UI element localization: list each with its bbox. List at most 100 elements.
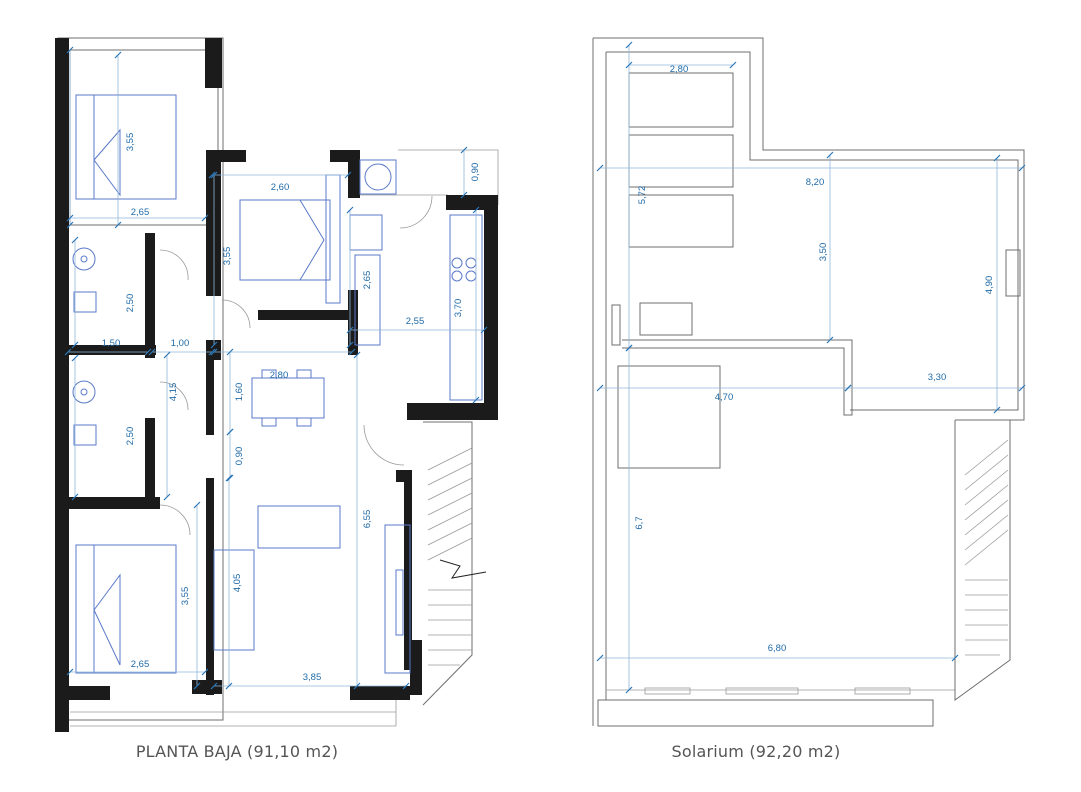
dim-label: 6,80 [768, 643, 787, 654]
dimension-tick [210, 682, 218, 690]
dimension-tick [208, 171, 216, 179]
dimension-tick [625, 344, 633, 352]
dim-label: 3,30 [928, 372, 947, 383]
dim-label: 2,60 [271, 182, 290, 193]
dimension-tick [480, 326, 488, 334]
dimension-tick [402, 682, 410, 690]
solarium-caption: Solarium (92,20 m2) [672, 742, 841, 761]
dim-label: 3,70 [453, 299, 464, 318]
dimension-tick [993, 154, 1001, 162]
dimension-tick [210, 171, 218, 179]
dimension-tick [346, 206, 354, 214]
dimension-tick [1018, 384, 1026, 392]
dimension-tick [625, 686, 633, 694]
dim-label: 3,50 [818, 243, 829, 262]
dimension-tick [71, 354, 79, 362]
ground-floor-walls [55, 38, 498, 732]
dim-label: 2,50 [125, 294, 136, 313]
solarium-plan: 2,80 5,72 8,20 3,50 4,90 4,70 3,30 6,7 6… [592, 37, 1025, 727]
dimension-tick [66, 46, 74, 54]
dimension-tick [472, 206, 480, 214]
dimension-tick [226, 428, 234, 436]
dim-label: 2,65 [362, 271, 373, 290]
dimension-tick [472, 396, 480, 404]
dimension-tick [1018, 164, 1026, 172]
dimension-tick [114, 221, 122, 229]
dimension-tick [951, 654, 959, 662]
dimension-tick [348, 348, 356, 356]
dimension-tick [596, 384, 604, 392]
dimension-tick [148, 348, 156, 356]
dimension-tick [346, 326, 354, 334]
dim-label: 4,90 [984, 276, 995, 295]
dim-label: 2,65 [131, 659, 150, 670]
dimension-tick [346, 341, 354, 349]
dimension-tick [344, 171, 352, 179]
dimension-tick [193, 682, 201, 690]
solarium-dimension-labels: 2,80 5,72 8,20 3,50 4,90 4,70 3,30 6,7 6… [634, 64, 995, 654]
dimension-tick [844, 384, 852, 392]
ground-floor-outlines [57, 37, 499, 727]
dimension-tick [460, 146, 468, 154]
dimension-tick [144, 348, 152, 356]
dimension-tick [826, 336, 834, 344]
ground-floor-dimension-labels: 3,55 2,65 2,60 0,90 3,55 2,65 2,50 1,50 … [102, 133, 481, 683]
dimension-tick [201, 668, 209, 676]
dimension-tick [193, 501, 201, 509]
dim-label: 4,15 [168, 383, 179, 402]
dimension-tick [596, 164, 604, 172]
dimension-tick [625, 41, 633, 49]
dim-label: 2,80 [270, 370, 289, 381]
dimension-tick [225, 682, 233, 690]
ground-floor-furniture [72, 94, 483, 674]
dimension-tick [210, 348, 218, 356]
dimension-tick [71, 236, 79, 244]
ground-floor-dimension-lines [68, 50, 484, 687]
dimension-tick [460, 191, 468, 199]
dimension-tick [71, 493, 79, 501]
dim-label: 2,55 [406, 316, 425, 327]
dimension-tick [66, 221, 74, 229]
dimension-tick [729, 61, 737, 69]
dimension-tick [163, 493, 171, 501]
dim-label: 6,55 [362, 510, 373, 529]
dimension-tick [826, 151, 834, 159]
solarium-outlines [592, 37, 1025, 727]
dim-label: 1,60 [234, 383, 245, 402]
dim-label: 3,55 [125, 133, 136, 152]
dim-label: 4,05 [232, 574, 243, 593]
dimension-tick [225, 474, 233, 482]
dim-label: 0,90 [234, 447, 245, 466]
dimension-tick [64, 348, 72, 356]
dimension-tick [71, 341, 79, 349]
dim-label: 2,80 [670, 64, 689, 75]
dim-label: 0,90 [470, 163, 481, 182]
dim-label: 4,70 [715, 392, 734, 403]
dimension-ticks [64, 41, 1026, 694]
dimension-tick [993, 406, 1001, 414]
dim-label: 5,72 [637, 186, 648, 205]
dimension-tick [353, 682, 361, 690]
dimension-tick [66, 214, 74, 222]
dim-label: 3,55 [222, 247, 233, 266]
dimension-tick [114, 51, 122, 59]
solarium-dimension-lines [600, 45, 1022, 690]
dim-label: 1,00 [171, 338, 190, 349]
dimension-tick [353, 351, 361, 359]
dimension-tick [210, 341, 218, 349]
dim-label: 2,65 [131, 207, 150, 218]
ground-floor-plan: 3,55 2,65 2,60 0,90 3,55 2,65 2,50 1,50 … [55, 37, 499, 732]
dimension-tick [208, 348, 216, 356]
ground-floor-caption: PLANTA BAJA (91,10 m2) [136, 742, 338, 761]
dim-label: 3,85 [303, 672, 322, 683]
dimension-tick [226, 474, 234, 482]
dim-label: 6,7 [634, 516, 645, 529]
dimension-tick [201, 214, 209, 222]
dim-label: 1,50 [102, 338, 121, 349]
dimension-tick [66, 668, 74, 676]
dimension-tick [163, 351, 171, 359]
dim-label: 2,50 [125, 427, 136, 446]
dimension-tick [596, 654, 604, 662]
